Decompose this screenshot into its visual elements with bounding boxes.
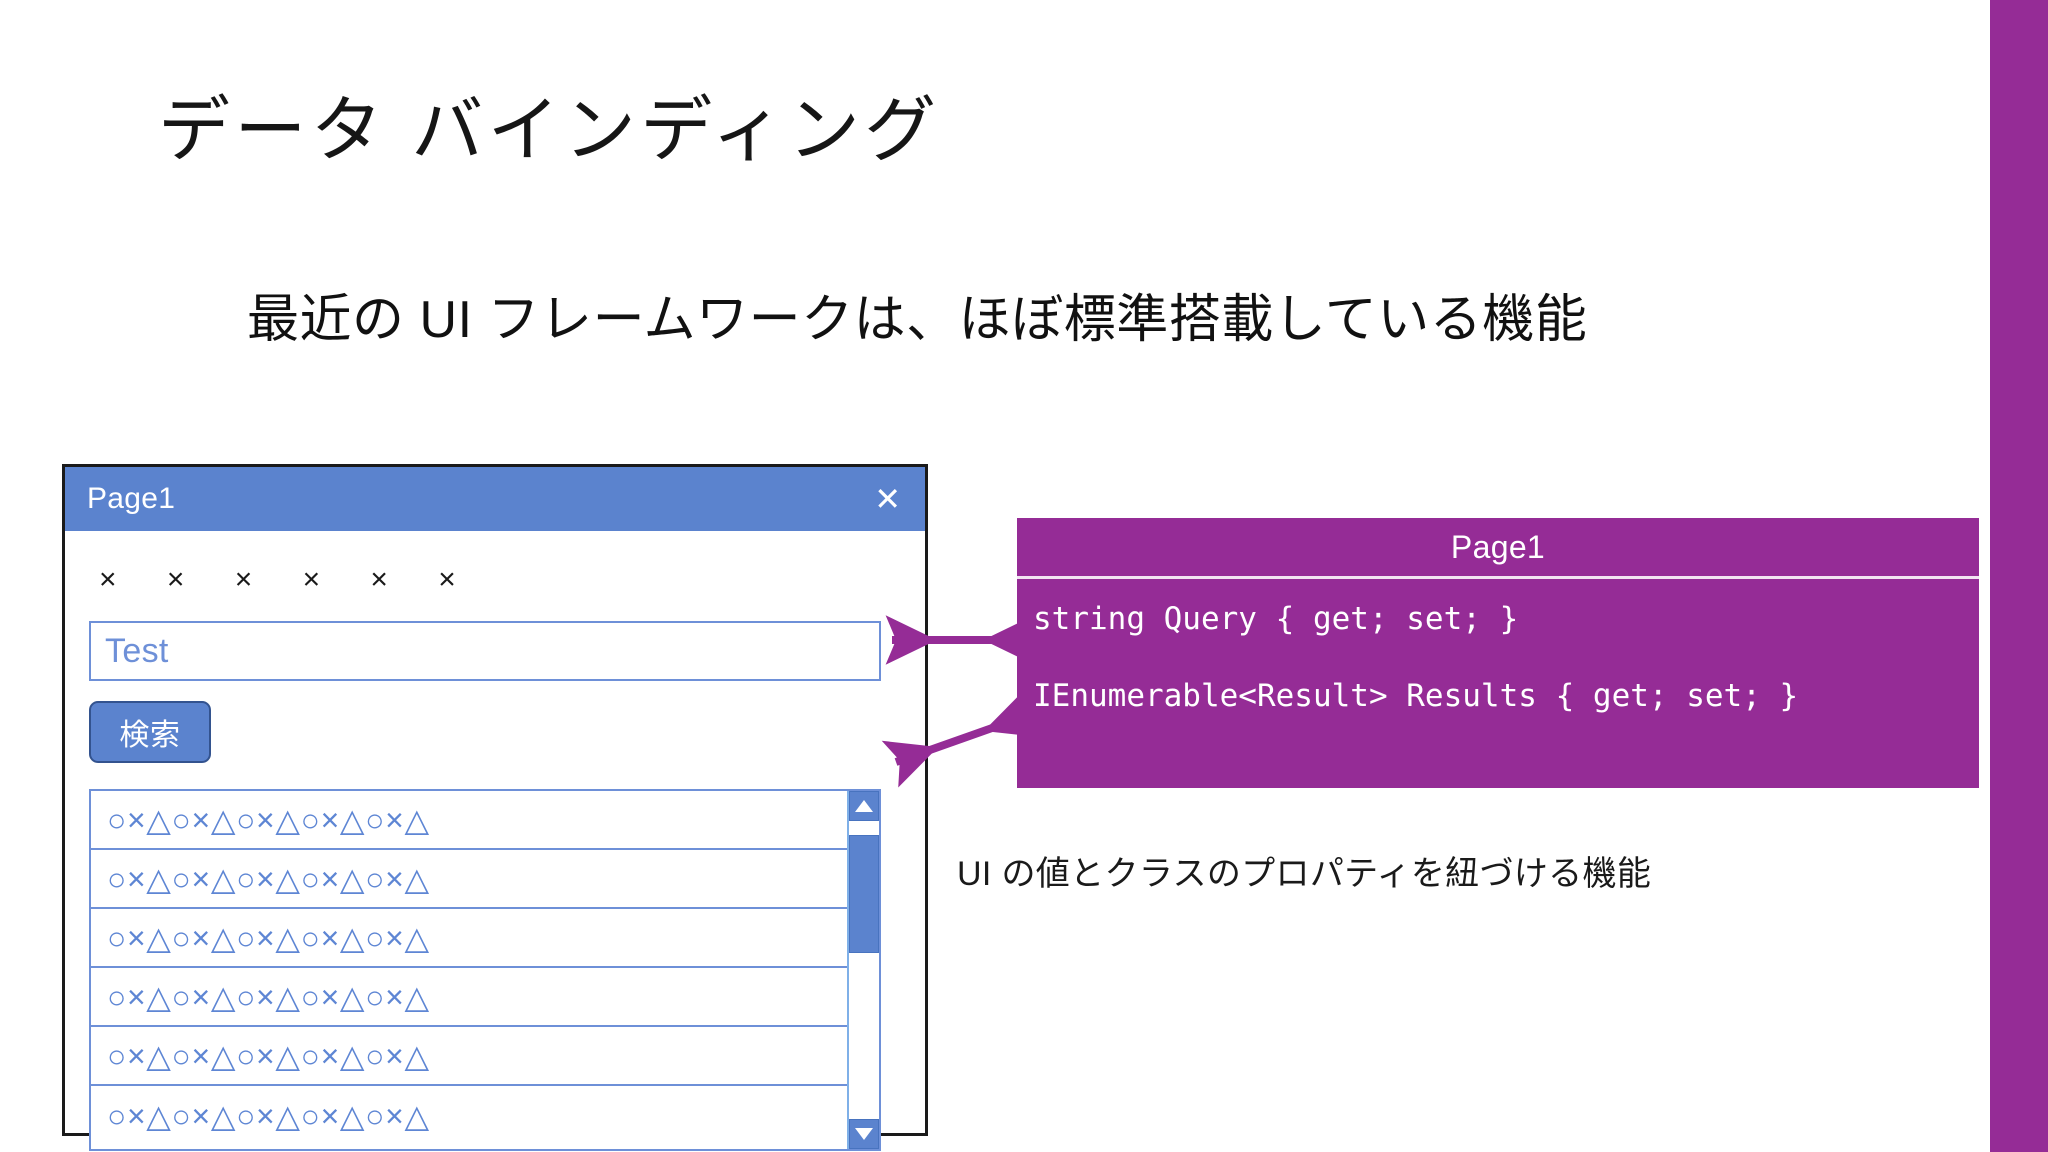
list-item[interactable]: ○×△○×△○×△○×△○×△ xyxy=(107,1097,430,1134)
class-diagram-box: Page1 string Query { get; set; } IEnumer… xyxy=(1017,518,1979,788)
scroll-down-button[interactable] xyxy=(849,1119,879,1149)
class-box-members: string Query { get; set; } IEnumerable<R… xyxy=(1017,579,1979,712)
list-item[interactable]: ○×△○×△○×△○×△○×△ xyxy=(91,909,847,968)
window-titlebar: Page1 ✕ xyxy=(65,467,925,531)
window-body: × × × × × × Test 検索 ○×△○×△○×△○×△○×△ ○×△○… xyxy=(65,531,925,1151)
search-input-value: Test xyxy=(105,631,169,670)
search-button[interactable]: 検索 xyxy=(89,701,211,763)
binding-caption: UI の値とクラスのプロパティを紐づける機能 xyxy=(957,855,1652,893)
class-member-results: IEnumerable<Result> Results { get; set; … xyxy=(1033,677,1799,714)
page-subtitle: 最近の UI フレームワークは、ほぼ標準搭載している機能 xyxy=(247,291,1588,349)
scroll-up-button[interactable] xyxy=(849,791,879,821)
list-item[interactable]: ○×△○×△○×△○×△○×△ xyxy=(91,791,847,850)
list-item[interactable]: ○×△○×△○×△○×△○×△ xyxy=(91,1027,847,1086)
page-title: データ バインディング xyxy=(158,91,941,171)
right-accent-bar xyxy=(1990,0,2048,1152)
class-member-query: string Query { get; set; } xyxy=(1033,601,1519,637)
window-title: Page1 xyxy=(87,482,176,515)
chevron-down-icon xyxy=(855,1128,873,1140)
mock-app-window: Page1 ✕ × × × × × × Test 検索 ○×△○×△○×△○×△… xyxy=(62,464,928,1151)
scrollbar-track[interactable] xyxy=(849,821,879,1119)
search-input[interactable]: Test xyxy=(89,621,881,681)
result-list-rows: ○×△○×△○×△○×△○×△ ○×△○×△○×△○×△○×△ ○×△○×△○×… xyxy=(91,791,847,1149)
list-scrollbar[interactable] xyxy=(847,791,879,1149)
chevron-up-icon xyxy=(855,800,873,812)
class-box-header: Page1 xyxy=(1017,518,1979,579)
list-item[interactable]: ○×△○×△○×△○×△○×△ xyxy=(91,968,847,1027)
result-list[interactable]: ○×△○×△○×△○×△○×△ ○×△○×△○×△○×△○×△ ○×△○×△○×… xyxy=(89,789,881,1151)
list-item[interactable]: ○×△○×△○×△○×△○×△ xyxy=(91,850,847,909)
close-icon[interactable]: ✕ xyxy=(874,481,901,517)
marker-row-label: × × × × × × xyxy=(99,563,477,596)
scrollbar-thumb[interactable] xyxy=(849,835,879,953)
